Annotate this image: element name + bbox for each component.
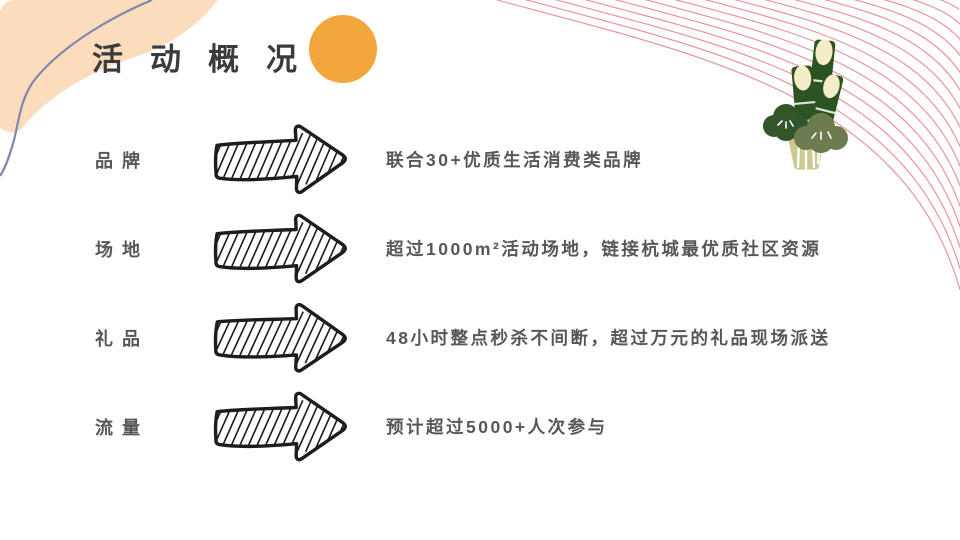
overview-row-venue: 场地 超过1000m²活动场地，链接杭城最优质社区资源: [0, 204, 960, 293]
sketch-right-arrow-icon: [203, 119, 356, 201]
row-description: 预计超过5000+人次参与: [386, 417, 608, 437]
page-title: 活动概况: [92, 42, 324, 77]
sketch-right-arrow-icon: [203, 387, 355, 467]
row-description: 48小时整点秒杀不间断，超过万元的礼品现场派送: [386, 328, 831, 348]
overview-row-gifts: 礼品 48小时整点秒杀不间断，超过万元的礼品现场派送: [0, 293, 960, 382]
corner-blob-decoration: [0, 0, 218, 177]
row-label: 品牌: [95, 150, 149, 171]
curve-line-decoration: [0, 0, 153, 177]
sketch-right-arrow-icon: [202, 296, 355, 378]
row-description: 超过1000m²活动场地，链接杭城最优质社区资源: [386, 239, 822, 259]
row-label: 流量: [95, 417, 149, 438]
kadomatsu-bamboo-icon: [763, 39, 848, 170]
row-label: 场地: [95, 239, 149, 260]
overview-list: 品牌 联合30+优质生活消费类品牌 场地 超过1000m²活动场地，链接杭城最优…: [0, 115, 960, 471]
row-label: 礼品: [95, 328, 149, 349]
accent-circle-decoration: [309, 15, 377, 83]
overview-row-brand: 品牌 联合30+优质生活消费类品牌: [0, 115, 960, 204]
overview-row-traffic: 流量 预计超过5000+人次参与: [0, 382, 960, 471]
pine-cloud-right: [794, 113, 848, 153]
pine-cloud-left: [763, 104, 809, 141]
row-description: 联合30+优质生活消费类品牌: [386, 150, 644, 170]
sketch-right-arrow-icon: [203, 209, 355, 289]
